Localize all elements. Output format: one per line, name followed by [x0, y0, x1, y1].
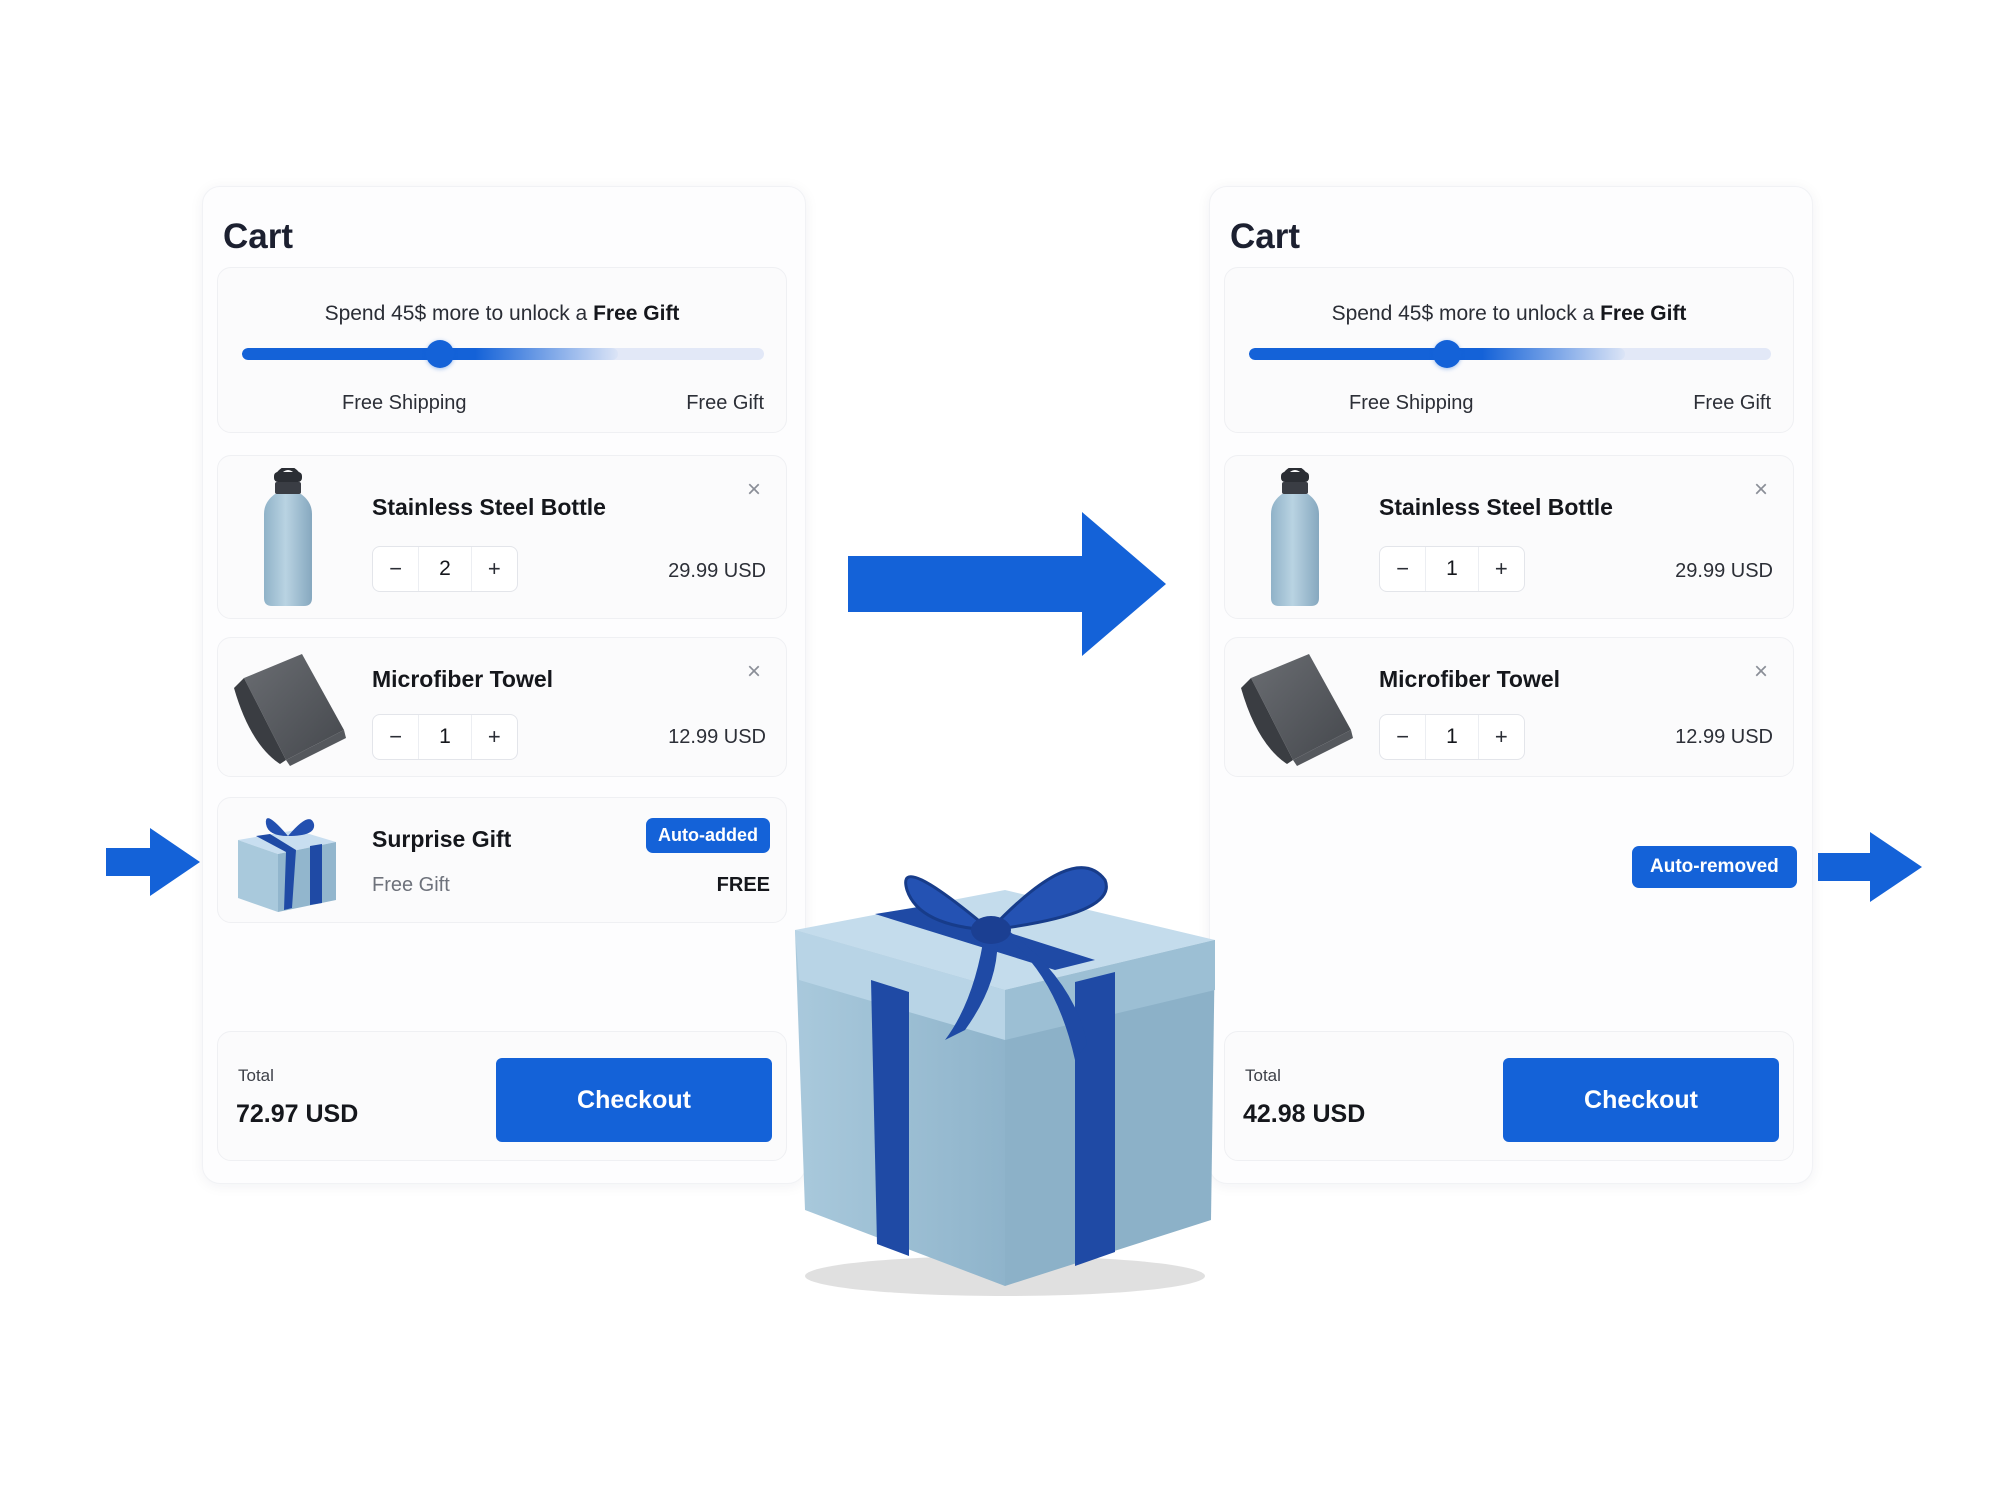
cart-summary: Total 72.97 USD Checkout: [217, 1031, 787, 1161]
item-name: Stainless Steel Bottle: [1379, 494, 1613, 520]
milestone-free-gift: Free Gift: [686, 392, 764, 414]
transition-arrow-icon: [848, 512, 1166, 656]
progress-track: [242, 348, 764, 360]
quantity-value: 1: [1425, 715, 1479, 759]
item-name: Stainless Steel Bottle: [372, 494, 606, 520]
cart-item-towel: Microfiber Towel × − 1 + 12.99 USD: [217, 637, 787, 777]
checkout-button[interactable]: Checkout: [1503, 1058, 1779, 1142]
progress-knob: [426, 340, 455, 368]
milestone-free-shipping: Free Shipping: [342, 392, 467, 414]
increase-quantity-button[interactable]: +: [487, 724, 501, 749]
remove-item-button[interactable]: ×: [746, 658, 761, 685]
quantity-stepper: − 1 +: [372, 714, 518, 760]
auto-added-badge: Auto-added: [646, 818, 770, 853]
item-price: 29.99 USD: [668, 560, 766, 582]
increase-quantity-button[interactable]: +: [1494, 724, 1508, 749]
milestone-free-gift: Free Gift: [1693, 392, 1771, 414]
quantity-value: 1: [418, 715, 472, 759]
item-price: 12.99 USD: [668, 726, 766, 748]
checkout-button[interactable]: Checkout: [496, 1058, 772, 1142]
gift-box-icon: [795, 866, 1215, 1296]
remove-item-button[interactable]: ×: [1753, 658, 1768, 685]
quantity-stepper: − 1 +: [1379, 546, 1525, 592]
cart-panel-after: Cart Spend 45$ more to unlock a Free Gif…: [1209, 186, 1813, 1184]
quantity-stepper: − 2 +: [372, 546, 518, 592]
progress-track: [1249, 348, 1771, 360]
pointer-arrow-icon: [1818, 832, 1922, 902]
towel-icon: [1241, 654, 1353, 766]
cart-panel-before: Cart Spend 45$ more to unlock a Free Gif…: [202, 186, 806, 1184]
cart-item-bottle: Stainless Steel Bottle × − 2 + 29.99 USD: [217, 455, 787, 619]
gift-subtitle: Free Gift: [372, 874, 450, 896]
cart-item-bottle: Stainless Steel Bottle × − 1 + 29.99 USD: [1224, 455, 1794, 619]
remove-item-button[interactable]: ×: [746, 476, 761, 503]
remove-item-button[interactable]: ×: [1753, 476, 1768, 503]
milestone-free-shipping: Free Shipping: [1349, 392, 1474, 414]
gift-price: FREE: [716, 874, 770, 896]
item-name: Surprise Gift: [372, 826, 512, 852]
auto-removed-badge: Auto-removed: [1632, 846, 1797, 888]
pointer-arrow-icon: [106, 828, 200, 896]
decrease-quantity-button[interactable]: −: [389, 724, 403, 749]
cart-title: Cart: [1230, 217, 1301, 256]
decrease-quantity-button[interactable]: −: [1396, 724, 1410, 749]
item-name: Microfiber Towel: [1379, 666, 1561, 692]
bottle-icon: [1271, 468, 1319, 606]
cart-item-surprise-gift: Surprise Gift Auto-added Free Gift FREE: [217, 797, 787, 923]
towel-icon: [234, 654, 346, 766]
increase-quantity-button[interactable]: +: [1494, 556, 1508, 581]
quantity-value: 1: [1425, 547, 1479, 591]
cart-summary: Total 42.98 USD Checkout: [1224, 1031, 1794, 1161]
free-gift-progress-card: Spend 45$ more to unlock a Free Gift Fre…: [217, 267, 787, 433]
progress-message: Spend 45$ more to unlock a Free Gift: [324, 302, 680, 325]
free-gift-progress-card: Spend 45$ more to unlock a Free Gift Fre…: [1224, 267, 1794, 433]
gift-box-icon: [238, 818, 336, 912]
quantity-stepper: − 1 +: [1379, 714, 1525, 760]
item-price: 12.99 USD: [1675, 726, 1773, 748]
total-label: Total: [1245, 1066, 1281, 1085]
progress-knob: [1433, 340, 1462, 368]
total-value: 42.98 USD: [1243, 1100, 1366, 1128]
increase-quantity-button[interactable]: +: [487, 556, 501, 581]
item-price: 29.99 USD: [1675, 560, 1773, 582]
progress-message: Spend 45$ more to unlock a Free Gift: [1331, 302, 1687, 325]
decrease-quantity-button[interactable]: −: [389, 556, 403, 581]
item-name: Microfiber Towel: [372, 666, 554, 692]
cart-item-towel: Microfiber Towel × − 1 + 12.99 USD: [1224, 637, 1794, 777]
bottle-icon: [264, 468, 312, 606]
quantity-value: 2: [418, 547, 472, 591]
total-label: Total: [238, 1066, 274, 1085]
total-value: 72.97 USD: [236, 1100, 359, 1128]
decrease-quantity-button[interactable]: −: [1396, 556, 1410, 581]
cart-title: Cart: [223, 217, 294, 256]
